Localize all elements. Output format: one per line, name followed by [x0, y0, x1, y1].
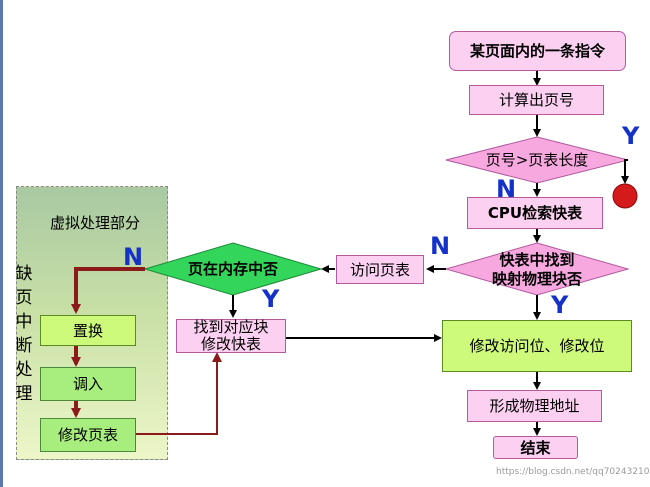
- label-y-memory: Y: [262, 285, 280, 313]
- label-y-length: Y: [622, 122, 640, 150]
- error-circle: [612, 183, 638, 209]
- calc-page-number-box: 计算出页号: [469, 85, 604, 115]
- watermark-text: https://blog.csdn.net/qq702432103: [496, 467, 650, 477]
- label-n-memory: N: [123, 243, 144, 271]
- left-edge-bar: [0, 0, 3, 487]
- replace-box: 置换: [40, 315, 136, 346]
- modify-page-table-box: 修改页表: [40, 418, 136, 452]
- label-n-length: N: [496, 175, 517, 203]
- load-box: 调入: [40, 367, 136, 401]
- label-n-tlb: N: [430, 232, 451, 260]
- find-block-box: 找到对应块 修改快表: [176, 319, 286, 353]
- modify-bits-box: 修改访问位、修改位: [442, 320, 632, 372]
- tlb-found-text: 快表中找到 映射物理块否: [491, 251, 582, 288]
- label-y-tlb: Y: [551, 291, 569, 319]
- end-node: 结束: [493, 436, 578, 459]
- panel-title: 虚拟处理部分: [49, 214, 140, 232]
- start-node: 某页面内的一条指令: [449, 31, 626, 71]
- access-page-table-box: 访问页表: [336, 255, 424, 284]
- form-physical-address-box: 形成物理地址: [467, 390, 602, 422]
- check-length-text: 页号>页表长度: [485, 150, 589, 169]
- page-fault-label: 缺 页 中 断 处 理: [15, 264, 33, 404]
- page-in-memory-text: 页在内存中否: [187, 259, 278, 278]
- cpu-search-tlb-box: CPU检索快表: [467, 197, 603, 229]
